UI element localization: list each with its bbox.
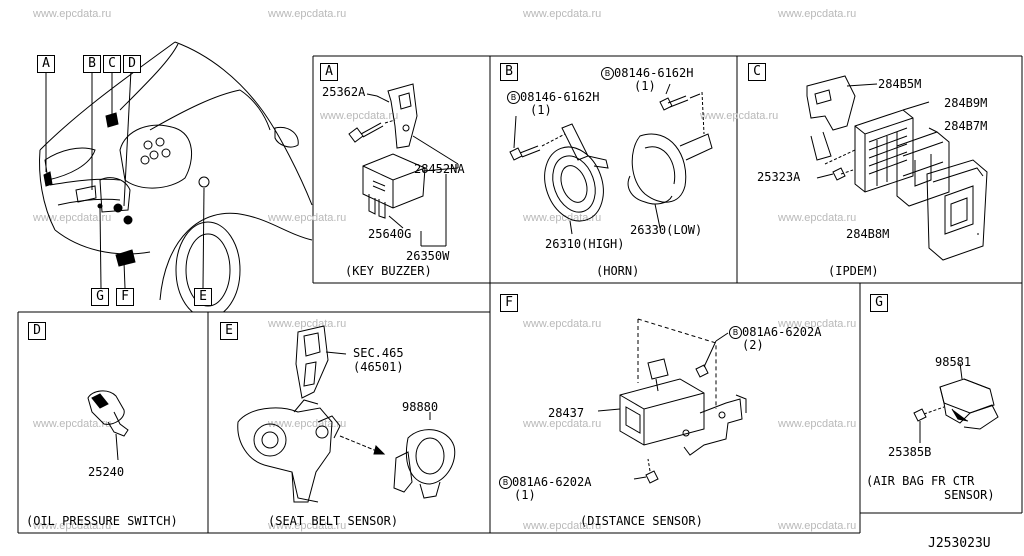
distance-sensor-drawing: [597, 318, 747, 484]
part-28452na-label: 28452NA: [414, 162, 465, 176]
watermark: www.epcdata.ru: [778, 418, 857, 430]
watermark: www.epcdata.ru: [700, 110, 779, 122]
watermark: www.epcdata.ru: [33, 8, 112, 20]
watermark: www.epcdata.ru: [268, 8, 347, 20]
panel-a-letter: A: [320, 63, 338, 81]
panel-g-caption-line-2: SENSOR): [944, 488, 995, 502]
panel-e-caption: (SEAT BELT SENSOR): [268, 514, 399, 528]
part-25640g-label: 25640G: [368, 227, 412, 241]
seat-belt-sensor-drawing: [237, 325, 456, 503]
panel-c-letter: C: [748, 63, 766, 81]
bolt-prefix-icon: B: [729, 326, 742, 339]
panel-f-letter: F: [500, 294, 518, 312]
panel-e-letter: E: [220, 322, 238, 340]
sec-465-sub: (46501): [353, 360, 404, 374]
callout-d: D: [123, 55, 141, 73]
key-buzzer-drawing: [348, 83, 459, 247]
callout-b: B: [83, 55, 101, 73]
part-25323a-label: 25323A: [757, 170, 801, 184]
watermark: www.epcdata.ru: [320, 110, 399, 122]
car-front-drawing: [39, 41, 313, 312]
part-98880-label: 98880: [402, 400, 439, 414]
distance-bolt-1-label: 081A6-6202A: [742, 325, 822, 339]
panel-b-caption: (HORN): [596, 264, 640, 278]
callout-a: A: [37, 55, 55, 73]
panel-f-caption: (DISTANCE SENSOR): [580, 514, 703, 528]
part-26330-label: 26330(LOW): [630, 223, 703, 237]
distance-bolt-1-qty: (2): [742, 338, 764, 352]
panel-c-caption: (IPDEM): [828, 264, 879, 278]
distance-bolt-2-label: 081A6-6202A: [512, 475, 592, 489]
panel-d-letter: D: [28, 322, 46, 340]
panel-d-caption: (OIL PRESSURE SWITCH): [26, 514, 178, 528]
bolt-prefix-icon: B: [601, 67, 614, 80]
part-98581-label: 98581: [935, 355, 972, 369]
panel-b-letter: B: [500, 63, 518, 81]
watermark: www.epcdata.ru: [523, 520, 602, 532]
callout-f: F: [116, 288, 134, 306]
part-26350w-label: 26350W: [406, 249, 450, 263]
oil-pressure-switch-drawing: [87, 390, 129, 461]
part-284b7m-label: 284B7M: [944, 119, 988, 133]
watermark: www.epcdata.ru: [268, 212, 347, 224]
part-26310-label: 26310(HIGH): [545, 237, 625, 251]
watermark: www.epcdata.ru: [523, 418, 602, 430]
sec-465-ref: SEC.465: [353, 346, 404, 360]
watermark: www.epcdata.ru: [268, 318, 347, 330]
bolt-prefix-icon: B: [507, 91, 520, 104]
diagram-code: J253023U: [928, 536, 991, 551]
watermark: www.epcdata.ru: [33, 418, 112, 430]
watermark: www.epcdata.ru: [268, 520, 347, 532]
panel-g-letter: G: [870, 294, 888, 312]
air-bag-sensor-drawing: [913, 362, 999, 443]
horn-bolt-1-qty: (1): [634, 79, 656, 93]
watermark: www.epcdata.ru: [33, 212, 112, 224]
ipdem-drawing: [806, 75, 988, 261]
watermark: www.epcdata.ru: [33, 520, 112, 532]
callout-e: E: [194, 288, 212, 306]
panel-a-caption: (KEY BUZZER): [345, 264, 432, 278]
horn-drawing: [509, 83, 713, 235]
distance-bolt-2-qty: (1): [514, 488, 536, 502]
watermark: www.epcdata.ru: [778, 520, 857, 532]
watermark: www.epcdata.ru: [523, 318, 602, 330]
horn-bolt-2-qty: (1): [530, 103, 552, 117]
watermark: www.epcdata.ru: [268, 418, 347, 430]
part-284b8m-label: 284B8M: [846, 227, 890, 241]
horn-bolt-1-label: 08146-6162H: [614, 66, 694, 80]
part-284b9m-label: 284B9M: [944, 96, 988, 110]
callout-c: C: [103, 55, 121, 73]
part-25240-label: 25240: [88, 465, 125, 479]
panel-g-caption-line-1: (AIR BAG FR CTR: [866, 474, 975, 488]
watermark: www.epcdata.ru: [778, 8, 857, 20]
part-28437-label: 28437: [548, 406, 585, 420]
horn-bolt-2-label: 08146-6162H: [520, 90, 600, 104]
part-284b5m-label: 284B5M: [878, 77, 922, 91]
bolt-prefix-icon: B: [499, 476, 512, 489]
watermark: www.epcdata.ru: [778, 212, 857, 224]
watermark: www.epcdata.ru: [778, 318, 857, 330]
watermark: www.epcdata.ru: [523, 8, 602, 20]
part-25362a-label: 25362A: [322, 85, 366, 99]
part-25385b-label: 25385B: [888, 445, 932, 459]
callout-g: G: [91, 288, 109, 306]
